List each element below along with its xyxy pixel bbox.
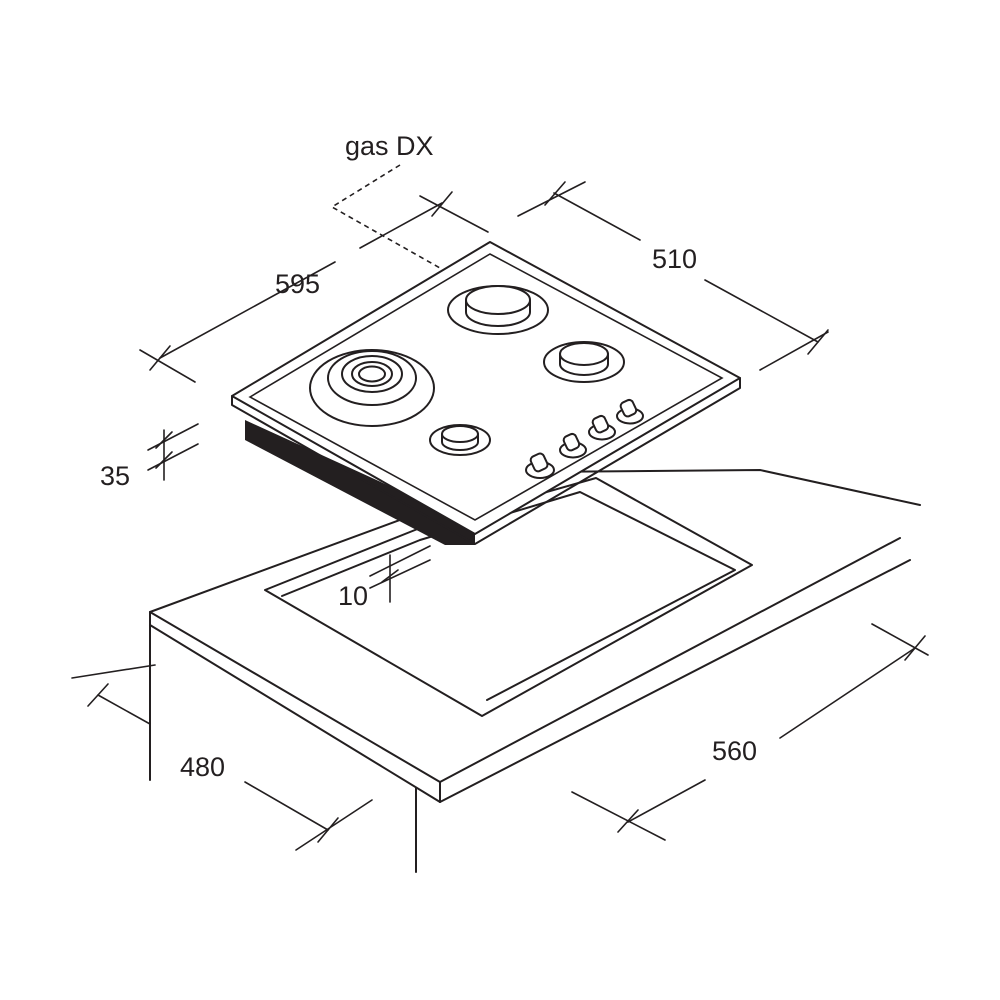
label-510: 510: [652, 244, 697, 274]
label-35: 35: [100, 461, 130, 491]
knob-3: [588, 414, 616, 441]
dimension-35: [147, 423, 199, 481]
gas-inlet-indicator: [330, 164, 441, 269]
label-gas-dx: gas DX: [345, 131, 434, 161]
burner-front: [429, 424, 491, 456]
dimension-480: [71, 664, 373, 851]
label-595: 595: [275, 269, 320, 299]
label-480: 480: [180, 752, 225, 782]
hob-body-side: [245, 420, 475, 545]
knob-2: [559, 432, 587, 459]
knob-4: [616, 398, 644, 425]
knob-1: [525, 452, 555, 479]
burner-rear: [447, 285, 549, 335]
burner-wok: [309, 349, 435, 427]
dimension-510: [517, 181, 829, 371]
dimension-595: [139, 191, 489, 383]
dimension-560: [571, 623, 929, 841]
label-10: 10: [338, 581, 368, 611]
control-knobs: [525, 398, 644, 479]
countertop-cutout: [264, 477, 753, 717]
hob-inner-border: [248, 253, 724, 521]
dimension-10: [369, 545, 431, 603]
burner-right: [543, 341, 625, 383]
gas-hob: [231, 241, 741, 545]
label-560: 560: [712, 736, 757, 766]
hob-plate-edge: [231, 377, 741, 545]
countertop: [149, 469, 921, 873]
